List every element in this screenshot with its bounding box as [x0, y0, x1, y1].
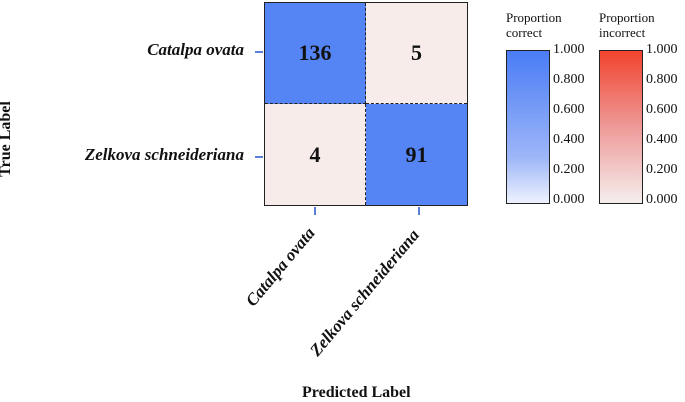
x-axis-title: Predicted Label [302, 384, 411, 401]
col-label-zelkova-schneideriana: Zelkova schneideriana [306, 225, 423, 360]
tick-label: 0.800 [646, 72, 678, 87]
row-label-zelkova-schneideriana: Zelkova schneideriana [84, 145, 244, 164]
y-tick-1 [255, 156, 263, 158]
colorbar-correct-title-line2: correct [506, 25, 543, 40]
colorbar-correct [506, 50, 550, 204]
colorbar-incorrect-title: Proportion incorrect [599, 10, 655, 40]
x-tick-0 [314, 207, 316, 215]
colorbar-incorrect-title-line2: incorrect [599, 25, 646, 40]
tick-label: 0.400 [646, 132, 678, 147]
y-tick-0 [255, 51, 263, 53]
tick-label: 1.000 [646, 42, 678, 57]
tick-label: 0.400 [553, 132, 585, 147]
cell-1-0: 4 [265, 104, 366, 205]
cell-1-1: 91 [366, 104, 467, 205]
y-axis-title: True Label [0, 101, 14, 177]
colorbar-incorrect [599, 50, 643, 204]
tick-label: 0.000 [553, 192, 585, 207]
tick-label: 0.600 [553, 102, 585, 117]
tick-label: 0.800 [553, 72, 585, 87]
tick-label: 0.200 [553, 162, 585, 177]
confusion-matrix: 136 5 4 91 [264, 2, 468, 206]
cell-0-1: 5 [366, 3, 467, 104]
row-label-catalpa-ovata: Catalpa ovata [147, 40, 244, 59]
x-tick-1 [418, 207, 420, 215]
colorbar-correct-title: Proportion correct [506, 10, 562, 40]
colorbar-incorrect-title-line1: Proportion [599, 10, 655, 25]
tick-label: 0.600 [646, 102, 678, 117]
tick-label: 1.000 [553, 42, 585, 57]
tick-label: 0.200 [646, 162, 678, 177]
tick-label: 0.000 [646, 192, 678, 207]
col-label-catalpa-ovata: Catalpa ovata [242, 223, 319, 310]
colorbar-correct-title-line1: Proportion [506, 10, 562, 25]
cell-0-0: 136 [265, 3, 366, 104]
